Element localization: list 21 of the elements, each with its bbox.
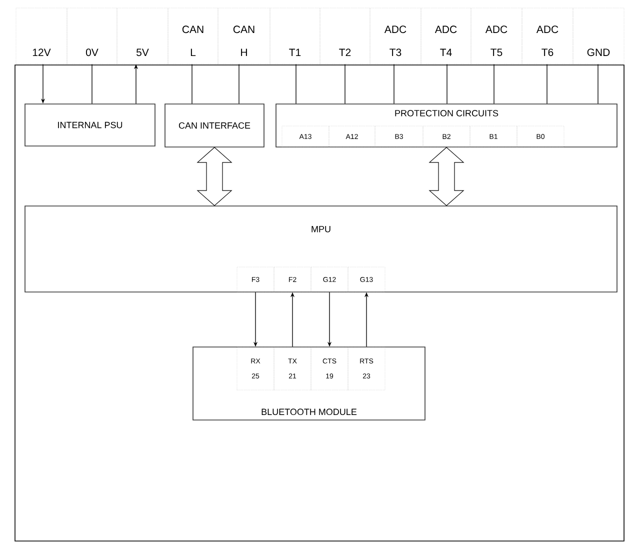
terminal-cell: ADC T4 [420, 8, 472, 64]
terminal-cell: 12V [16, 8, 68, 64]
terminal-cell: ADC T5 [470, 8, 522, 64]
wire [238, 64, 240, 104]
terminal-cell: CAN L [168, 8, 218, 64]
double-arrow [428, 147, 464, 206]
terminal-cell: T2 [320, 8, 370, 64]
terminal-cell: CAN H [218, 8, 270, 64]
terminal-cell: T1 [270, 8, 320, 64]
component-box: CAN INTERFACE [164, 104, 264, 148]
terminal-cell: 0V [66, 8, 118, 64]
component-box: INTERNAL PSU [24, 104, 156, 146]
wire [546, 64, 548, 104]
wire [446, 64, 448, 104]
terminal-cell: 5V [116, 8, 168, 64]
board-outline [14, 64, 624, 542]
terminal-cell: ADC T3 [370, 8, 422, 64]
double-arrow [196, 147, 232, 206]
wire [344, 64, 346, 104]
terminal-cell: GND [572, 8, 624, 64]
terminal-cell: ADC T6 [522, 8, 574, 64]
